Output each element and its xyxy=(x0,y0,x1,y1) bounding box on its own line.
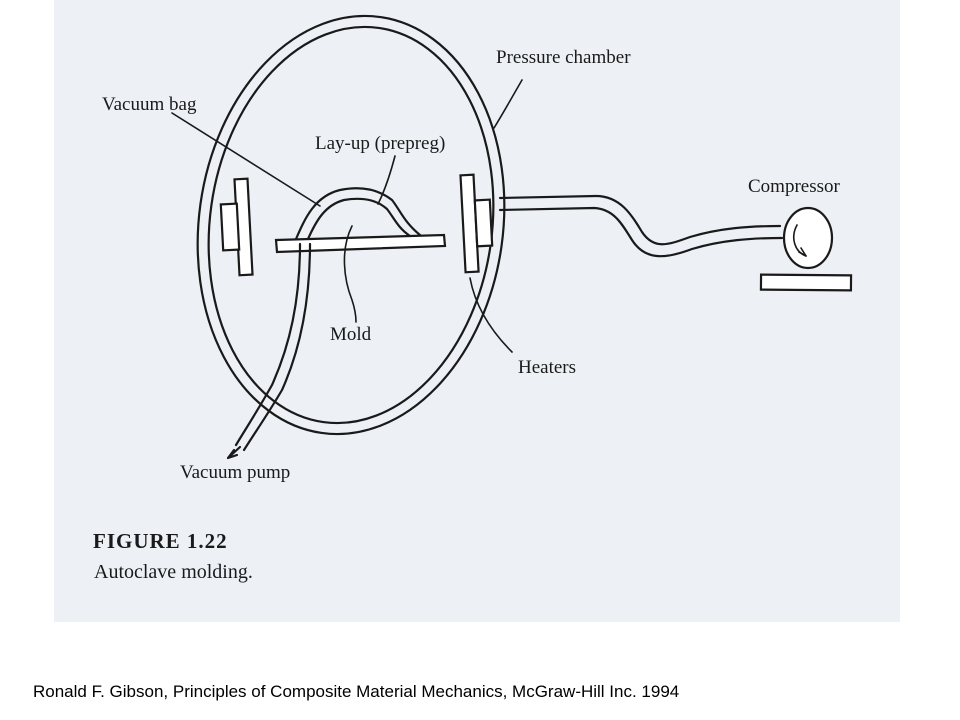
compressor-label: Compressor xyxy=(748,176,841,197)
vacuum-line-outer xyxy=(234,242,302,447)
source-citation: Ronald F. Gibson, Principles of Composit… xyxy=(33,682,680,701)
layup-leader xyxy=(377,155,396,205)
mold-leader xyxy=(343,225,357,323)
layup-label: Lay-up (prepreg) xyxy=(315,133,445,154)
vacuum-bag xyxy=(294,187,422,241)
vacuum-bag-label: Vacuum bag xyxy=(102,94,197,115)
pressure-line-upper xyxy=(498,194,782,246)
heaters-leader xyxy=(469,277,513,353)
left-heater xyxy=(219,177,254,277)
layup-prepreg xyxy=(306,197,412,241)
right-heater xyxy=(459,173,494,274)
pressure-chamber-leader xyxy=(493,79,523,129)
figure-caption: Autoclave molding. xyxy=(94,561,253,583)
mold-label: Mold xyxy=(330,324,372,345)
vacuum-line-inner xyxy=(242,242,312,452)
figure-number: FIGURE 1.22 xyxy=(93,529,228,553)
vacuum-bag-leader xyxy=(171,112,321,207)
vacuum-pump-label: Vacuum pump xyxy=(180,462,290,483)
compressor xyxy=(759,206,853,292)
pressure-chamber-label: Pressure chamber xyxy=(496,47,631,68)
pressure-line-lower xyxy=(498,206,784,258)
pressure-chamber-outer-wall xyxy=(196,14,506,436)
vacuum-flow-arrow xyxy=(226,445,242,460)
mold-plate xyxy=(274,233,447,254)
heaters-label: Heaters xyxy=(518,357,576,378)
scanned-figure-panel xyxy=(54,0,900,622)
